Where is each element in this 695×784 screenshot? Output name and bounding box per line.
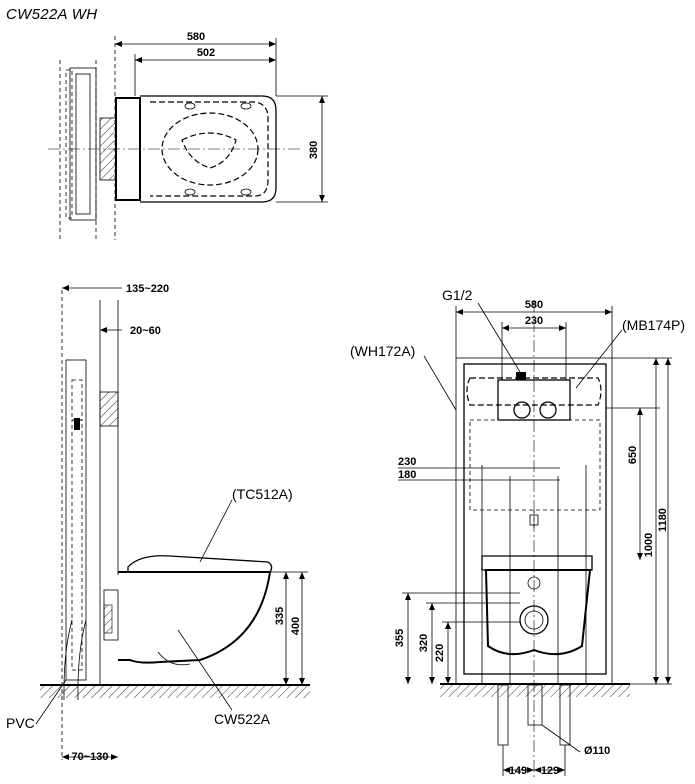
dim-502: 502: [197, 47, 215, 59]
dim-355: 355: [394, 629, 406, 647]
label-cw522a: CW522A: [214, 711, 271, 727]
label-mb174p: (MB174P): [622, 317, 685, 333]
dim-149: 149: [509, 765, 527, 777]
dim-70-130: 70~130: [71, 751, 108, 763]
dim-230-bolts: 230: [398, 456, 416, 468]
label-g12: G1/2: [442, 287, 473, 303]
dim-135-220: 135~220: [126, 283, 169, 295]
dim-580-top: 580: [187, 31, 205, 43]
dim-380: 380: [308, 141, 320, 159]
model-title: CW522A WH: [6, 6, 98, 23]
dim-1180: 1180: [657, 508, 669, 532]
dim-580-front: 580: [525, 299, 543, 311]
dim-180: 180: [398, 469, 416, 481]
dim-20-60: 20~60: [130, 325, 161, 337]
dim-320: 320: [418, 634, 430, 652]
dim-400: 400: [290, 617, 302, 635]
dim-220: 220: [434, 644, 446, 662]
dim-230-top: 230: [525, 315, 543, 327]
label-wh172a: (WH172A): [350, 343, 415, 359]
dim-1000: 1000: [643, 533, 655, 557]
dim-drain: Ø110: [584, 745, 610, 757]
top-view: 580 502 380: [48, 31, 328, 240]
dim-650: 650: [627, 446, 639, 464]
label-tc512a: (TC512A): [232, 486, 293, 502]
side-view: 135~220 20~60 335 400 70~130 (TC512A) CW…: [6, 283, 310, 763]
front-view: 580 230 230 180 650 1000 1180 355 320 22…: [350, 287, 685, 780]
dim-129: 129: [541, 765, 559, 777]
label-pvc: PVC: [6, 715, 35, 731]
dim-335: 335: [274, 607, 286, 625]
